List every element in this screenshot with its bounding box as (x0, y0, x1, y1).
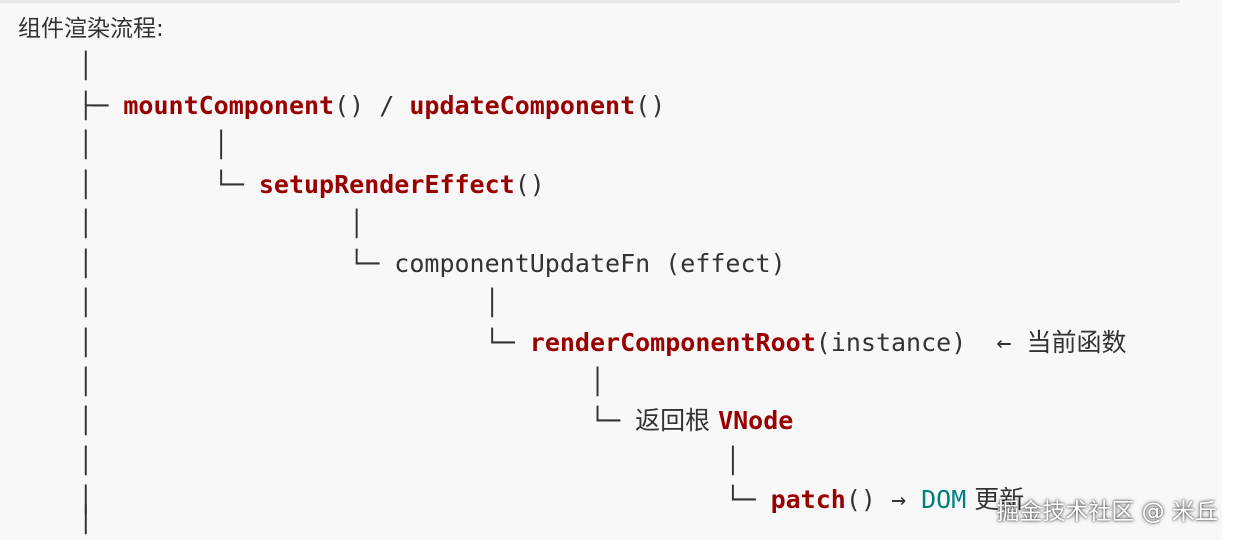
fn-mount-component: mountComponent (123, 91, 335, 120)
top-divider (0, 0, 1180, 3)
tree-line-4: │ └─ setupRenderEffect() (18, 170, 545, 200)
fn-args: (instance) ← (815, 328, 1027, 357)
vnode-keyword: VNode (718, 406, 794, 435)
punct: () (514, 170, 545, 199)
tree-line-10: │ └─ 返回根 VNode (18, 406, 793, 436)
tree-connector: │ │ (78, 288, 500, 317)
tree-line-8: │ └─ renderComponentRoot(instance) ← 当前函… (18, 328, 1126, 358)
tree-line-5: │ │ (18, 209, 364, 239)
tree-connector: │ (78, 51, 94, 80)
tree-connector: │ │ (78, 367, 606, 396)
fn-update-component: updateComponent (409, 91, 636, 120)
tree-connector: │ │ (78, 209, 365, 238)
tree-connector: │ └─ (78, 170, 259, 199)
diagram-title: 组件渲染流程: (18, 16, 164, 42)
dom-keyword: DOM (921, 485, 967, 514)
return-root-text: 返回根 (635, 406, 719, 435)
fn-patch: patch (770, 485, 846, 514)
tree-line-6: │ └─ componentUpdateFn (effect) (18, 249, 786, 279)
tree-connector: │ └─ (78, 485, 771, 514)
tree-line-12: │ └─ patch() → DOM 更新 (18, 485, 1024, 515)
update-text: 更新 (966, 485, 1025, 514)
tree-line-3: │ │ (18, 130, 229, 160)
tree-line-13: │ (18, 505, 93, 535)
punct: () / (334, 91, 410, 120)
tree-line-2: ├─ mountComponent() / updateComponent() (18, 91, 665, 121)
tree-line-9: │ │ (18, 367, 605, 397)
tree-connector: │ └─ (78, 328, 530, 357)
tree-line-7: │ │ (18, 288, 500, 318)
punct: () (635, 91, 666, 120)
current-function-note: 当前函数 (1026, 328, 1127, 357)
tree-line-11: │ │ (18, 446, 740, 476)
component-update-fn: componentUpdateFn (effect) (394, 249, 786, 278)
fn-setup-render-effect: setupRenderEffect (258, 170, 515, 199)
tree-connector: │ │ (78, 446, 741, 475)
tree-connector: │ └─ (78, 249, 395, 278)
tree-connector: │ │ (78, 130, 229, 159)
tree-connector: │ (78, 505, 94, 534)
fn-render-component-root: renderComponentRoot (529, 328, 816, 357)
tree-connector: ├─ (78, 91, 124, 120)
punct: () → (845, 485, 922, 514)
tree-line-1: │ (18, 51, 93, 81)
watermark: 掘金技术社区 @ 米丘 (996, 499, 1218, 525)
tree-connector: │ └─ (78, 406, 636, 435)
